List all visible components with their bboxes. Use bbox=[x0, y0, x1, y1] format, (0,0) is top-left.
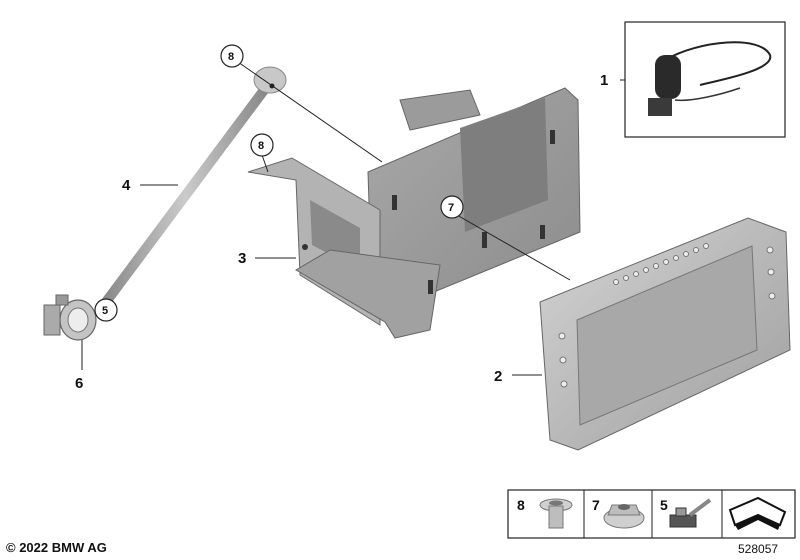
bracket-top-tab bbox=[399, 89, 481, 131]
diagram-reference-number: 528057 bbox=[738, 542, 779, 556]
svg-text:7: 7 bbox=[448, 202, 454, 214]
rod-ball-end bbox=[253, 66, 287, 94]
mount-rod: 4 bbox=[95, 66, 287, 315]
legend-num-5: 5 bbox=[660, 497, 668, 513]
display-bracket: 3 bbox=[238, 87, 581, 339]
sensor-body bbox=[655, 55, 681, 99]
callout-3: 3 bbox=[238, 250, 246, 267]
hardware-legend: 8 7 5 bbox=[507, 489, 796, 539]
callout-6: 6 bbox=[75, 375, 83, 392]
sensor-cable bbox=[664, 41, 772, 86]
leader-8-bracket bbox=[261, 154, 269, 173]
bolt-icon bbox=[539, 498, 573, 529]
bracket-cutout bbox=[460, 98, 548, 232]
display-leds bbox=[613, 243, 709, 285]
circled-callout-7: 7 bbox=[440, 195, 464, 219]
inset-frame bbox=[624, 21, 786, 138]
circled-callout-5: 5 bbox=[94, 298, 118, 322]
legend-num-7: 7 bbox=[592, 497, 600, 513]
circled-callout-8-bracket: 8 bbox=[250, 133, 274, 157]
sensor-inset: 1 bbox=[600, 21, 786, 138]
clamp-screw bbox=[43, 304, 61, 336]
display-screen bbox=[576, 245, 758, 426]
bracket-tray bbox=[295, 249, 441, 339]
leader-8-top bbox=[237, 61, 383, 163]
circled-callout-8-top: 8 bbox=[220, 44, 244, 68]
leader-7 bbox=[456, 214, 571, 281]
svg-text:5: 5 bbox=[102, 305, 108, 317]
callout-4: 4 bbox=[122, 177, 131, 194]
callout-1: 1 bbox=[600, 72, 608, 89]
clip-icon bbox=[669, 498, 712, 528]
sensor-bracket bbox=[648, 98, 672, 116]
dash-display: 2 bbox=[494, 217, 791, 451]
rod-shaft bbox=[95, 77, 275, 315]
nut-icon bbox=[603, 504, 645, 529]
clamp: 6 bbox=[43, 294, 97, 392]
callout-2: 2 bbox=[494, 368, 502, 385]
legend-num-8: 8 bbox=[517, 497, 525, 513]
part-symbol-icon bbox=[728, 496, 787, 530]
svg-text:8: 8 bbox=[228, 51, 234, 63]
svg-text:8: 8 bbox=[258, 140, 264, 152]
sensor-cable-2 bbox=[674, 87, 741, 102]
copyright-text: © 2022 BMW AG bbox=[6, 540, 107, 555]
